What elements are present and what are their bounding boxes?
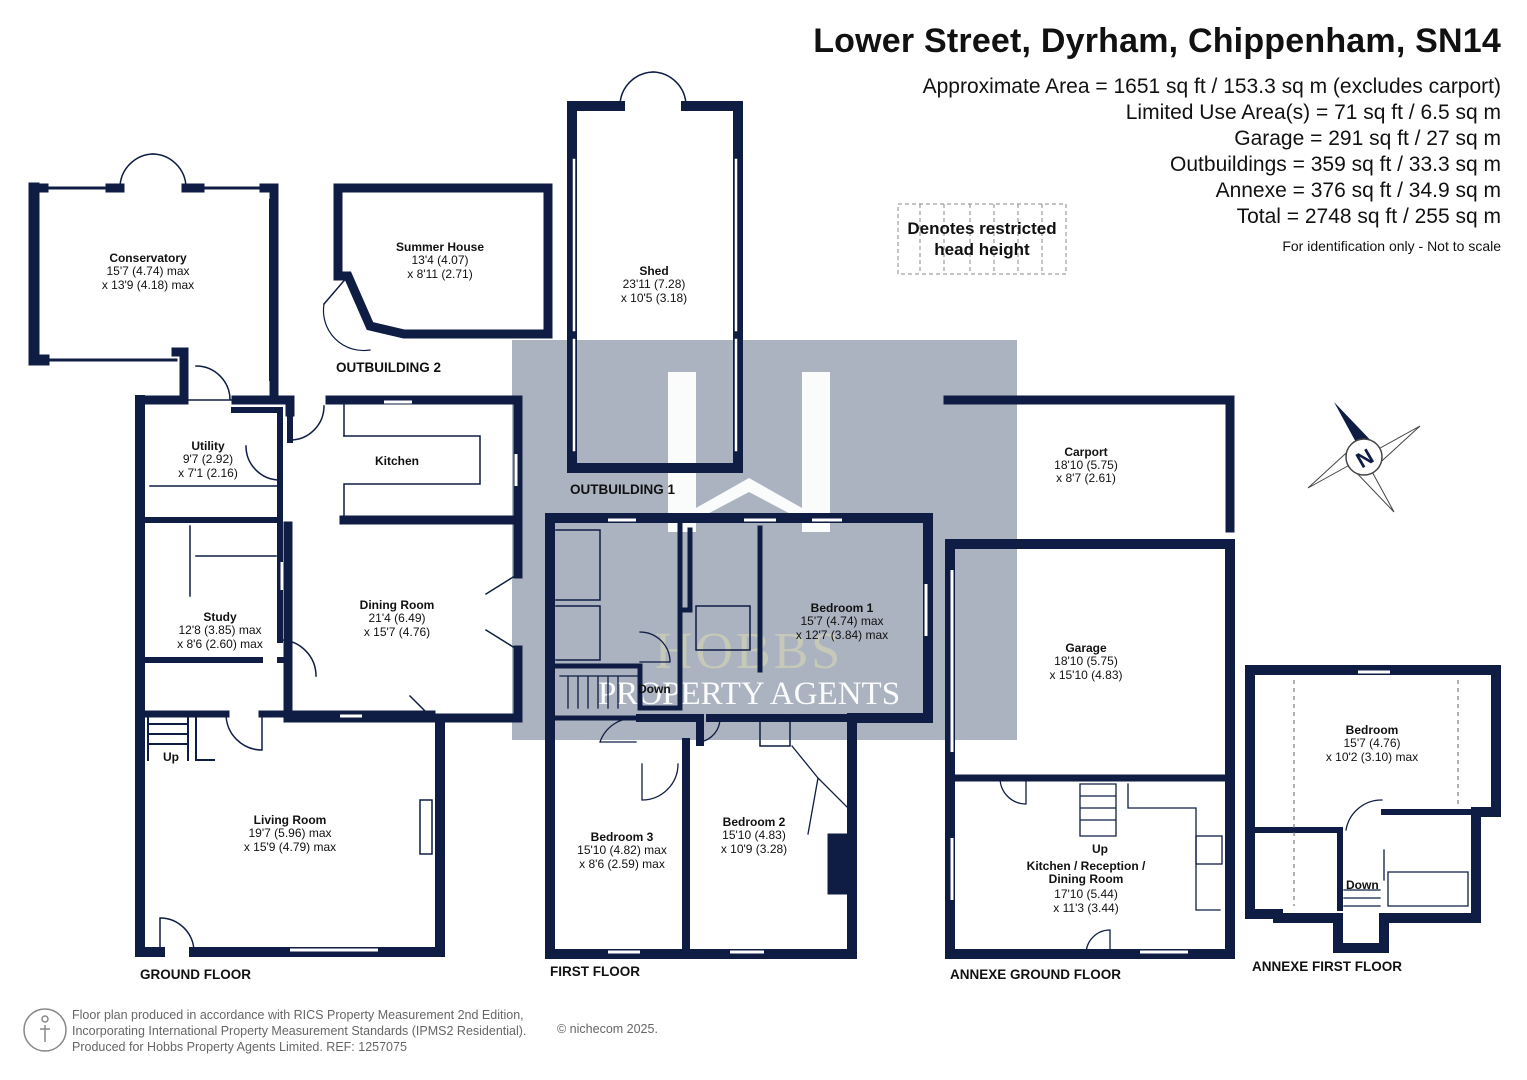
room-annexe-kitchen-dim2: x 11'3 (3.44) bbox=[1053, 901, 1118, 915]
room-kitchen-name: Kitchen bbox=[375, 454, 419, 468]
room-garage-dim2: x 15'10 (4.83) bbox=[1049, 668, 1122, 682]
room-bedroom3-name: Bedroom 3 bbox=[591, 830, 654, 844]
stair-down-annexe: Down bbox=[1346, 878, 1379, 892]
area-annexe: Annexe = 376 sq ft / 34.9 sq m bbox=[1215, 179, 1501, 202]
label-ground-floor: GROUND FLOOR bbox=[140, 967, 251, 982]
room-living-name: Living Room bbox=[254, 813, 327, 827]
room-shed-name: Shed bbox=[639, 264, 668, 278]
room-study-dim2: x 8'6 (2.60) max bbox=[177, 637, 263, 651]
room-utility-dim1: 9'7 (2.92) bbox=[183, 452, 233, 466]
room-carport-name: Carport bbox=[1064, 445, 1107, 459]
stair-labels: Up Down Up Down bbox=[163, 682, 1379, 892]
label-annexe-first-floor: ANNEXE FIRST FLOOR bbox=[1252, 959, 1402, 974]
room-bedroom3-dim2: x 8'6 (2.59) max bbox=[579, 857, 665, 871]
room-shed-dim1: 23'11 (7.28) bbox=[623, 277, 686, 291]
room-annexe-kitchen-name1: Kitchen / Reception / bbox=[1027, 859, 1146, 873]
identification-note: For identification only - Not to scale bbox=[1282, 238, 1501, 254]
room-living-dim1: 19'7 (5.96) max bbox=[249, 826, 332, 840]
area-summary: Approximate Area = 1651 sq ft / 153.3 sq… bbox=[923, 74, 1501, 230]
room-dining-dim1: 21'4 (6.49) bbox=[369, 611, 426, 625]
restricted-height-legend: Denotes restricted head height bbox=[898, 204, 1066, 274]
walls bbox=[28, 71, 1501, 959]
room-study-dim1: 12'8 (3.85) max bbox=[179, 623, 262, 637]
room-garage-dim1: 18'10 (5.75) bbox=[1054, 654, 1118, 668]
room-annexe-bedroom-dim2: x 10'2 (3.10) max bbox=[1326, 750, 1418, 764]
watermark-hobbs: HOBBS bbox=[655, 623, 843, 680]
nichecom-logo-icon bbox=[23, 1008, 67, 1052]
room-conservatory-dim2: x 13'9 (4.18) max bbox=[102, 278, 194, 292]
room-bedroom1-dim2: x 12'7 (3.84) max bbox=[796, 628, 888, 642]
room-conservatory-name: Conservatory bbox=[109, 251, 187, 265]
compass-icon: N bbox=[1307, 402, 1421, 513]
label-first-floor: FIRST FLOOR bbox=[550, 964, 640, 979]
room-summer-house-name: Summer House bbox=[396, 240, 484, 254]
room-annexe-bedroom-name: Bedroom bbox=[1346, 723, 1399, 737]
room-utility-dim2: x 7'1 (2.16) bbox=[178, 466, 238, 480]
area-total: Total = 2748 sq ft / 255 sq m bbox=[1236, 205, 1501, 228]
room-garage-name: Garage bbox=[1065, 641, 1107, 655]
room-bedroom2-dim2: x 10'9 (3.28) bbox=[721, 842, 787, 856]
room-annexe-kitchen-name2: Dining Room bbox=[1049, 872, 1124, 886]
room-annexe-kitchen-dim1: 17'10 (5.44) bbox=[1054, 887, 1118, 901]
room-utility-name: Utility bbox=[191, 439, 225, 453]
room-bedroom1-dim1: 15'7 (4.74) max bbox=[801, 614, 884, 628]
room-conservatory-dim1: 15'7 (4.74) max bbox=[107, 264, 190, 278]
room-summer-house-dim2: x 8'11 (2.71) bbox=[407, 267, 472, 281]
area-garage: Garage = 291 sq ft / 27 sq m bbox=[1234, 127, 1501, 150]
legend-line-1: Denotes restricted bbox=[907, 219, 1057, 238]
footer-copyright: © nichecom 2025. bbox=[557, 1022, 658, 1036]
stair-up-annexe: Up bbox=[1092, 842, 1108, 856]
room-bedroom3-dim1: 15'10 (4.82) max bbox=[577, 843, 667, 857]
footer-line-3: Produced for Hobbs Property Agents Limit… bbox=[72, 1040, 407, 1054]
footer-disclaimer: Floor plan produced in accordance with R… bbox=[72, 1007, 526, 1055]
area-outbuildings: Outbuildings = 359 sq ft / 33.3 sq m bbox=[1170, 153, 1501, 176]
room-dining-dim2: x 15'7 (4.76) bbox=[364, 625, 430, 639]
label-annexe-ground-floor: ANNEXE GROUND FLOOR bbox=[950, 967, 1121, 982]
area-approximate: Approximate Area = 1651 sq ft / 153.3 sq… bbox=[922, 75, 1501, 98]
room-annexe-bedroom-dim1: 15'7 (4.76) bbox=[1344, 736, 1401, 750]
area-limited-use: Limited Use Area(s) = 71 sq ft / 6.5 sq … bbox=[1125, 101, 1501, 124]
room-dining-name: Dining Room bbox=[360, 598, 435, 612]
room-study-name: Study bbox=[203, 610, 237, 624]
stair-down-first: Down bbox=[638, 682, 671, 696]
windows bbox=[174, 362, 1390, 954]
room-labels: Conservatory 15'7 (4.74) max x 13'9 (4.1… bbox=[102, 240, 1418, 915]
footer-line-1: Floor plan produced in accordance with R… bbox=[72, 1008, 524, 1022]
room-bedroom1-name: Bedroom 1 bbox=[811, 601, 874, 615]
label-outbuilding-1: OUTBUILDING 1 bbox=[570, 482, 675, 497]
room-shed-dim2: x 10'5 (3.18) bbox=[621, 291, 687, 305]
restricted-area-lines bbox=[1293, 680, 1459, 906]
stair-up-ground: Up bbox=[163, 750, 179, 764]
watermark-logo bbox=[668, 372, 830, 532]
label-outbuilding-2: OUTBUILDING 2 bbox=[336, 360, 441, 375]
legend-box bbox=[897, 203, 1067, 275]
room-summer-house-dim1: 13'4 (4.07) bbox=[412, 253, 469, 267]
room-carport-dim1: 18'10 (5.75) bbox=[1054, 458, 1118, 472]
room-carport-dim2: x 8'7 (2.61) bbox=[1056, 471, 1116, 485]
footer-line-2: Incorporating International Property Mea… bbox=[72, 1024, 527, 1038]
page-title: Lower Street, Dyrham, Chippenham, SN14 bbox=[813, 22, 1501, 60]
floor-labels: OUTBUILDING 2 OUTBUILDING 1 GROUND FLOOR… bbox=[140, 360, 1402, 982]
legend-line-2: head height bbox=[934, 240, 1030, 259]
legend-text: Denotes restricted head height bbox=[898, 218, 1066, 260]
room-living-dim2: x 15'9 (4.79) max bbox=[244, 840, 336, 854]
room-bedroom2-dim1: 15'10 (4.83) bbox=[722, 828, 786, 842]
room-bedroom2-name: Bedroom 2 bbox=[723, 815, 786, 829]
